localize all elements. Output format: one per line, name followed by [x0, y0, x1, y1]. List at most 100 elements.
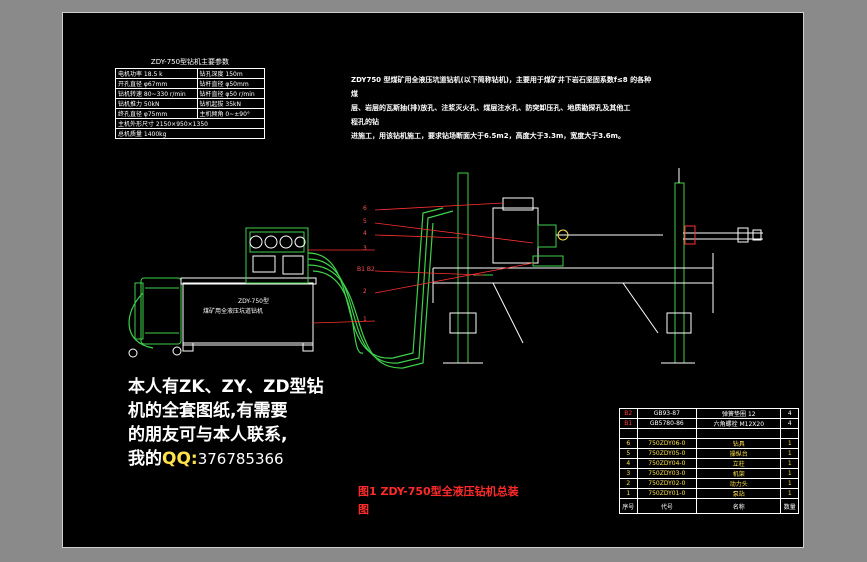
description-line: ZDY750 型煤矿用全液压坑道钻机(以下简称钻机)，主要用于煤矿井下岩石坚固系… [351, 76, 652, 84]
contact-line-3: 的朋友可与本人联系, [128, 425, 288, 445]
parameter-cell: 主机倾角 0~±90° [196, 108, 265, 119]
parts-cell-code: 750ZDY02-0 [636, 478, 698, 489]
parts-cell-name: 弹簧垫圈 12 [696, 408, 782, 419]
parts-cell-code: 750ZDY05-0 [636, 448, 698, 459]
parts-cell-name: 六角螺栓 M12X20 [696, 418, 782, 429]
parts-cell-code [636, 428, 698, 439]
description-line: 程孔的钻 [351, 118, 379, 126]
parts-cell-qty: 1 [780, 448, 799, 459]
machine-assembly-drawing: ZDY-750型 煤矿用全液压坑道钻机 [128, 168, 763, 369]
parameter-cell: 开孔直径 φ67mm [115, 78, 198, 89]
hydraulic-hoses [128, 207, 454, 369]
drill-rod [683, 225, 763, 245]
description-line: 层、岩层的瓦斯抽(排)放孔、注浆灭火孔、煤层注水孔、防突卸压孔、地质勘探孔及其他… [351, 104, 631, 112]
parts-cell-no: B2 [619, 408, 638, 419]
drawing-sheet: ZDY-750型 煤矿用全液压坑道钻机 [62, 12, 804, 548]
parts-cell-qty: 1 [780, 488, 799, 499]
oil-tank [180, 277, 317, 352]
parts-cell-qty: 1 [780, 458, 799, 469]
parts-cell-code: 750ZDY04-0 [636, 458, 698, 469]
parts-cell-name: 泵站 [696, 488, 782, 499]
parameter-cell: 钻机起拔 35kN [196, 98, 265, 109]
description-line: 进施工，用该钻机施工，要求钻场断面大于6.5m2，高度大于3.3m，宽度大于3.… [351, 132, 625, 140]
parts-cell-code: GB5780-86 [636, 418, 698, 429]
parts-cell-name [696, 428, 782, 439]
contact-line-2: 机的全套图纸,有需要 [128, 401, 288, 421]
callout-5: 5 [363, 218, 367, 225]
parts-cell-code: GB93-87 [636, 408, 698, 419]
description-line: 煤 [351, 90, 358, 98]
callout-4: 4 [363, 230, 367, 237]
parts-cell-name: 操纵台 [696, 448, 782, 459]
contact-note: 本人有ZK、ZY、ZD型钻 机的全套图纸,有需要 的朋友可与本人联系, 我的QQ… [128, 375, 324, 471]
parts-header-qty: 数量 [780, 498, 799, 514]
parts-cell-qty: 4 [780, 418, 799, 429]
parameter-cell: 总机质量 1400kg [115, 128, 265, 139]
parameter-cell: 终孔直径 φ75mm [115, 108, 198, 119]
parts-cell-name: 立柱 [696, 458, 782, 469]
parts-header-code: 代号 [636, 498, 698, 514]
parameter-cell: 电机功率 18.5 k [115, 68, 198, 79]
caption-line-2: 图 [358, 503, 369, 516]
parts-header-row: 序号代号名称数量 [619, 498, 799, 514]
parameter-row: 主机外形尺寸 2150×950×1350 [115, 118, 265, 129]
contact-line-1: 本人有ZK、ZY、ZD型钻 [128, 377, 324, 397]
callout-b1-b2: B1 B2 [357, 266, 375, 273]
parts-cell-no: 3 [619, 468, 638, 479]
parts-cell-no: 1 [619, 488, 638, 499]
parts-cell-no: 6 [619, 438, 638, 449]
machine-frame [432, 253, 714, 344]
parts-cell-no: B1 [619, 418, 638, 429]
parts-cell-name: 机架 [696, 468, 782, 479]
callout-3: 3 [363, 245, 367, 252]
parts-cell-name: 钻具 [696, 438, 782, 449]
parameter-row: 总机质量 1400kg [115, 128, 265, 139]
pump-label-name: 煤矿用全液压坑道钻机 [203, 307, 263, 315]
description-text: ZDY750 型煤矿用全液压坑道钻机(以下简称钻机)，主要用于煤矿井下岩石坚固系… [351, 73, 696, 143]
parameter-cell: 钻杆直径 φ50mm [196, 78, 265, 89]
parts-cell-name: 动力头 [696, 478, 782, 489]
caption-line-1: 图1 ZDY-750型全液压钻机总装 [358, 485, 519, 498]
contact-prefix: 我的 [128, 449, 162, 469]
parts-cell-qty [780, 428, 799, 439]
parts-cell-qty: 1 [780, 478, 799, 489]
callout-1: 1 [363, 316, 367, 323]
parts-cell-code: 750ZDY06-0 [636, 438, 698, 449]
control-console [245, 227, 309, 284]
qq-number: 376785366 [197, 450, 284, 468]
callout-6: 6 [363, 205, 367, 212]
parts-cell-qty: 4 [780, 408, 799, 419]
parts-cell-qty: 1 [780, 468, 799, 479]
parameter-cell: 钻机转速 80~330 r/min [115, 88, 198, 99]
figure-caption: 图1 ZDY-750型全液压钻机总装 图 [358, 483, 558, 519]
parts-cell-code: 750ZDY01-0 [636, 488, 698, 499]
parts-cell-no: 2 [619, 478, 638, 489]
qq-label: QQ: [162, 449, 198, 469]
parts-cell-no: 4 [619, 458, 638, 469]
parameter-cell: 钻杆直径 φ50 r/min [196, 88, 265, 99]
front-column [661, 168, 695, 364]
parameter-table-title: ZDY-750型钻机主要参数 [150, 58, 230, 66]
parts-cell-no: 5 [619, 448, 638, 459]
parameter-cell: 钻机推力 50kN [115, 98, 198, 109]
parts-header-name: 名称 [696, 498, 782, 514]
pump-label-model: ZDY-750型 [238, 297, 269, 305]
parameter-cell: 主机外形尺寸 2150×950×1350 [115, 118, 265, 129]
power-head [492, 197, 663, 267]
parts-cell-no [619, 428, 638, 439]
parts-header-no: 序号 [619, 498, 638, 514]
